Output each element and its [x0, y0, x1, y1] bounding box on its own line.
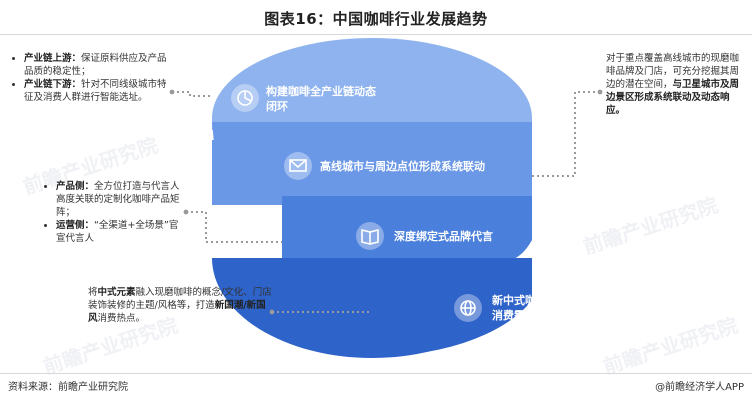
title-divider [0, 34, 752, 35]
city-linkage-note: 对于重点覆盖高线城市的现磨咖啡品牌及门店，可充分挖掘其周边的潜在空间，与卫星城市… [606, 52, 746, 117]
industry-chain-note: 产业链上游：保证原料供应及产品品质的稳定性； 产业链下游：针对不同线级城市特征及… [14, 52, 174, 104]
ops-item: 运营侧：“全渠道+全场景”官宣代言人 [56, 219, 186, 245]
city-text-a: 对于重点覆盖高线城市的现磨咖啡品牌及门店，可充分挖掘其周边的潜在空间， [606, 53, 740, 90]
band-1-shape [212, 38, 532, 130]
upstream-head: 产业链上游： [24, 53, 82, 64]
band-4-shape [360, 258, 532, 357]
downstream-item: 产业链下游：针对不同线级城市特征及消费人群进行智能选址。 [24, 78, 174, 104]
chinese-text-d: 新国潮/新国风 [88, 300, 266, 324]
band-1-label-line1: 构建咖啡全产业链动态 [266, 85, 376, 98]
band-2-label: 高线城市与周边点位形成系统联动 [320, 159, 530, 174]
connector-dots [169, 89, 603, 315]
source-text: 资料来源：前瞻产业研究院 [8, 382, 128, 393]
band-4-label-line2: 消费需求 [492, 309, 536, 322]
ops-head: 运营侧： [56, 220, 95, 231]
band-4-label-line1: 新中式咖啡解锁文化 [492, 294, 591, 307]
book-icon [361, 228, 379, 245]
pie-chart-icon [237, 90, 253, 106]
chinese-style-note: 将中式元素融入现磨咖啡的概念/文化、门店装饰装修的主题/风格等，打造新国潮/新国… [88, 286, 272, 325]
connector-lines [172, 91, 600, 313]
envelope-icon [289, 159, 307, 172]
band-3-label-line1: 深度绑定式品牌代言 [394, 230, 493, 243]
chinese-text-e: 消费热点。 [97, 313, 146, 324]
globe-icon [460, 300, 476, 316]
band-1-label: 构建咖啡全产业链动态 闭环 [266, 84, 416, 114]
footer-divider [0, 373, 752, 374]
product-head: 产品侧： [56, 181, 95, 192]
chinese-text-b: 中式元素 [97, 287, 136, 298]
chinese-text-c: 融入现磨咖啡的概念/文化、门店装饰装修的主题/风格等，打造 [88, 287, 272, 311]
product-text: 全方位打造与代言人高度关联的定制化咖啡产品矩阵； [56, 181, 180, 218]
upstream-text: 保证原料供应及产品品质的稳定性； [24, 53, 167, 77]
brand-text: @前瞻经济学人APP [655, 382, 744, 393]
band-1-label-line2: 闭环 [266, 100, 288, 113]
chart-title: 图表16：中国咖啡行业发展趋势 [264, 10, 488, 28]
downstream-text: 针对不同线级城市特征及消费人群进行智能选址。 [24, 79, 167, 103]
band-2-shape [212, 140, 532, 205]
band-3-label: 深度绑定式品牌代言 [394, 229, 524, 244]
city-text-b: 与卫星城市及周边景区形成系统联动及动态响应。 [606, 79, 740, 116]
chinese-text-a: 将 [88, 287, 98, 298]
downstream-head: 产业链下游： [24, 79, 82, 90]
ops-text: “全渠道+全场景”官宣代言人 [56, 220, 179, 244]
band-2-label-line1: 高线城市与周边点位形成系统联动 [320, 160, 485, 173]
endorsement-note: 产品侧：全方位打造与代言人高度关联的定制化咖啡产品矩阵； 运营侧：“全渠道+全场… [46, 180, 186, 245]
product-item: 产品侧：全方位打造与代言人高度关联的定制化咖啡产品矩阵； [56, 180, 186, 219]
band-4-label: 新中式咖啡解锁文化 消费需求 [492, 293, 622, 323]
upstream-item: 产业链上游：保证原料供应及产品品质的稳定性； [24, 52, 174, 78]
band-3-shape [282, 196, 532, 262]
